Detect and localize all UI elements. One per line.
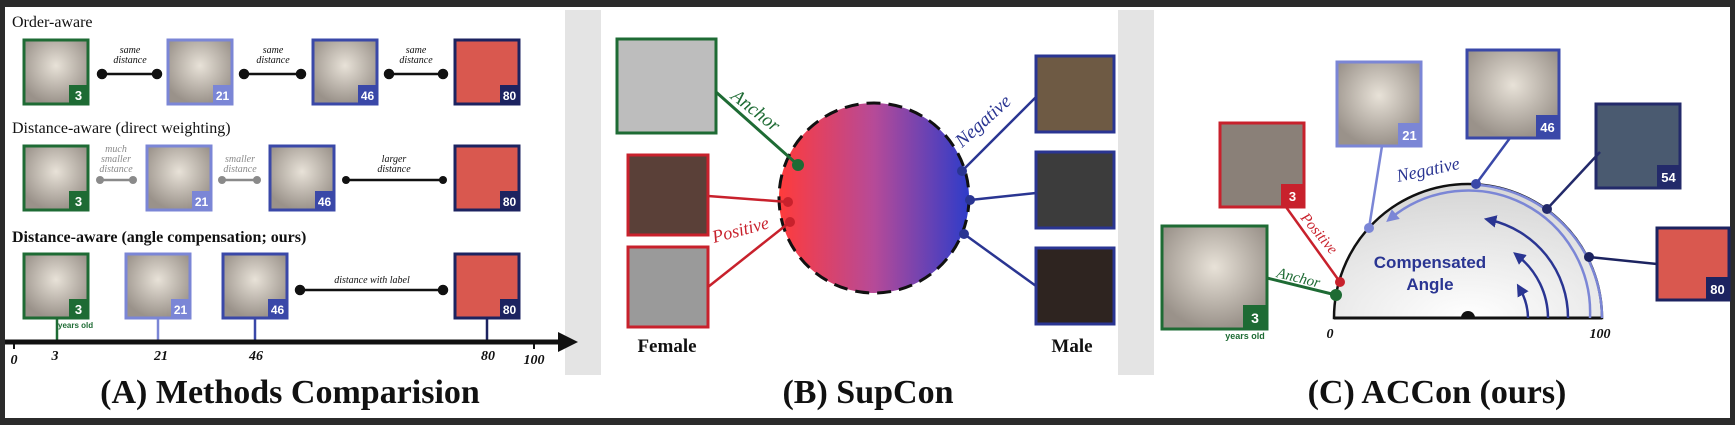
distance-label: distance bbox=[399, 55, 433, 66]
embedding-sphere bbox=[777, 101, 971, 295]
distance-label: smaller bbox=[101, 154, 131, 165]
years-old-label: years old bbox=[1225, 331, 1265, 341]
compensated-angle-line2: Angle bbox=[1406, 275, 1453, 294]
age-badge-label: 3 bbox=[75, 302, 82, 317]
panel-a: Order-aware 3 21 46 80 same distance sam… bbox=[5, 14, 578, 411]
age-badge-label: 3 bbox=[75, 88, 82, 103]
row-3-faces: 3 21 46 80 bbox=[22, 252, 521, 320]
distance-label: same bbox=[406, 45, 427, 56]
row-1-faces: 3 21 46 80 bbox=[22, 38, 521, 106]
axis-tick: 3 bbox=[51, 349, 59, 364]
row-2-faces: 3 21 46 80 bbox=[22, 144, 521, 212]
anchor-point bbox=[792, 159, 804, 171]
distance-label: smaller bbox=[225, 154, 255, 165]
axis-tick: 80 bbox=[481, 349, 495, 364]
negative-face bbox=[1034, 246, 1116, 326]
distance-label: much bbox=[105, 144, 127, 155]
age-badge-label: 21 bbox=[195, 195, 209, 209]
caption-a: (A) Methods Comparision bbox=[100, 374, 480, 411]
age-badge-label: 21 bbox=[174, 303, 188, 317]
axis-tick: 46 bbox=[248, 349, 263, 364]
distance-label: distance bbox=[113, 55, 147, 66]
row-2-connectors bbox=[96, 176, 447, 184]
age-badge-label: 54 bbox=[1661, 170, 1676, 185]
age-badge bbox=[69, 85, 88, 104]
negative-face bbox=[1034, 150, 1116, 230]
axis-tick: 100 bbox=[524, 353, 545, 368]
panel-c: Compensated Angle 0 100 3 years old Anch… bbox=[1160, 48, 1731, 411]
row-title-direct-weighting: Distance-aware (direct weighting) bbox=[12, 120, 231, 137]
caption-b: (B) SupCon bbox=[782, 374, 953, 411]
row-title-angle-compensation: Distance-aware (angle compensation; ours… bbox=[12, 229, 306, 246]
age-badge-label: 80 bbox=[503, 195, 517, 209]
positive-face bbox=[626, 245, 710, 329]
anchor-point bbox=[1330, 289, 1342, 301]
age-badge-label: 80 bbox=[1710, 282, 1724, 297]
row-title-order-aware: Order-aware bbox=[12, 14, 93, 31]
row-3-connector bbox=[294, 284, 449, 296]
age-axis: 0 3 21 46 80 100 bbox=[5, 332, 578, 368]
positive-face bbox=[626, 153, 710, 237]
age-badge-label: 46 bbox=[361, 89, 375, 103]
divider-left bbox=[565, 10, 601, 375]
axis-end: 100 bbox=[1590, 327, 1611, 342]
panel-b: Anchor Positive Negative Female Male (B)… bbox=[615, 37, 1116, 411]
age-badge bbox=[500, 85, 519, 104]
anchor-face bbox=[615, 37, 718, 135]
distance-with-label: distance with label bbox=[334, 275, 410, 286]
age-badge-label: 80 bbox=[503, 303, 517, 317]
axis-stems bbox=[55, 318, 489, 342]
distance-label: distance bbox=[223, 164, 257, 175]
axis-tick: 21 bbox=[153, 349, 168, 364]
male-label: Male bbox=[1051, 336, 1092, 357]
distance-label: larger bbox=[382, 154, 407, 165]
age-badge-label: 80 bbox=[503, 89, 517, 103]
distance-label: distance bbox=[256, 55, 290, 66]
distance-label: distance bbox=[377, 164, 411, 175]
distance-label: same bbox=[120, 45, 141, 56]
age-badge-label: 46 bbox=[271, 303, 285, 317]
years-old-label: years old bbox=[58, 321, 93, 330]
age-badge bbox=[213, 85, 232, 104]
caption-c: (C) ACCon (ours) bbox=[1308, 374, 1567, 411]
distance-label: distance bbox=[99, 164, 133, 175]
age-badge bbox=[358, 85, 377, 104]
divider-right bbox=[1118, 10, 1154, 375]
age-badge-label: 3 bbox=[1251, 310, 1259, 326]
age-badge-label: 21 bbox=[216, 89, 230, 103]
age-badge-label: 21 bbox=[1402, 128, 1416, 143]
axis-start: 0 bbox=[1327, 327, 1334, 342]
distance-label: same bbox=[263, 45, 284, 56]
negative-arc bbox=[1478, 183, 1604, 319]
age-badge-label: 3 bbox=[75, 194, 82, 209]
compensated-angle-line1: Compensated bbox=[1374, 253, 1486, 272]
axis-tick: 0 bbox=[11, 353, 18, 368]
age-badge-label: 3 bbox=[1289, 189, 1296, 204]
age-badge-label: 46 bbox=[1540, 120, 1554, 135]
age-badge-label: 46 bbox=[318, 195, 332, 209]
negative-face bbox=[1034, 54, 1116, 134]
female-label: Female bbox=[637, 336, 696, 357]
row-1-connectors bbox=[96, 68, 449, 80]
